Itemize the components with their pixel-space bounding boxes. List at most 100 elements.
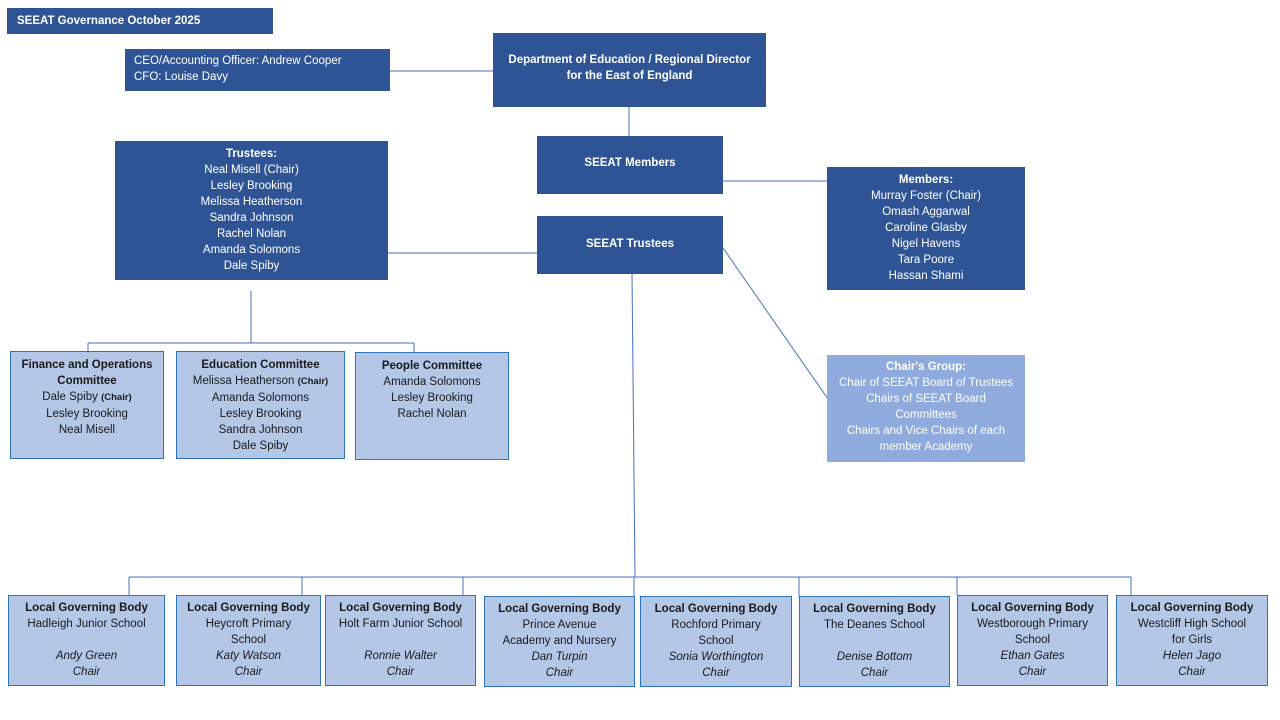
trustee-name: Sandra Johnson xyxy=(209,212,294,224)
committee-education: Education Committee Melissa Heatherson (… xyxy=(176,351,345,459)
committee-chair-tag: (Chair) xyxy=(297,376,329,387)
lgb-chair-role: Chair xyxy=(1018,666,1047,678)
trustee-name: Neal Misell (Chair) xyxy=(204,164,299,176)
lgb-heading: Local Governing Body xyxy=(339,602,462,614)
ceo-text: CEO/Accounting Officer: Andrew Cooper xyxy=(134,55,342,67)
seeat-trustees-node: SEEAT Trustees xyxy=(537,216,723,274)
trustees-box: Trustees: Neal Misell (Chair) Lesley Bro… xyxy=(115,141,388,280)
lgb-heading: Local Governing Body xyxy=(187,602,310,614)
member-name: Nigel Havens xyxy=(891,238,961,250)
lgb-chair-name: Denise Bottom xyxy=(836,651,913,663)
chairs-group-line: Chairs of SEEAT Board xyxy=(866,393,986,405)
lgb-heading: Local Governing Body xyxy=(1130,602,1254,614)
lgb-school-cont: School xyxy=(230,634,267,646)
lgb-chair-name: Katy Watson xyxy=(216,650,281,662)
trustee-name: Dale Spiby xyxy=(223,260,280,272)
lgb-school: Heycroft Primary xyxy=(205,618,292,630)
trustee-name: Lesley Brooking xyxy=(210,180,293,192)
lgb-heading: Local Governing Body xyxy=(25,602,148,614)
lgb-school: Prince Avenue xyxy=(522,619,597,631)
lgb-school: The Deanes School xyxy=(823,619,925,631)
committee-member: Lesley Brooking xyxy=(46,408,128,420)
committee-finance-operations: Finance and Operations Committee Dale Sp… xyxy=(10,351,164,459)
lgb-heading: Local Governing Body xyxy=(654,603,778,615)
committee-member: Amanda Solomons xyxy=(383,376,481,388)
committee-chair-tag: (Chair) xyxy=(101,392,132,403)
lgb-school-cont: for Girls xyxy=(1171,634,1213,646)
lgb-chair-role: Chair xyxy=(545,667,574,679)
chairs-group-line: member Academy xyxy=(879,441,973,453)
committee-title: People Committee xyxy=(381,360,483,372)
chairs-group-heading: Chair's Group: xyxy=(885,361,967,373)
lgb-school-cont xyxy=(800,633,949,649)
connector-trustees-chairsgroup xyxy=(722,247,829,400)
trustee-name: Melissa Heatherson xyxy=(200,196,303,208)
lgb-school: Hadleigh Junior School xyxy=(27,618,146,630)
chairs-group-box: Chair's Group: Chair of SEEAT Board of T… xyxy=(827,355,1025,462)
dfe-line1: Department of Education / Regional Direc… xyxy=(508,54,751,66)
lgb-chair-name: Andy Green xyxy=(55,650,118,662)
members-box: Members: Murray Foster (Chair) Omash Agg… xyxy=(827,167,1025,290)
lgb-chair-name: Dan Turpin xyxy=(531,651,588,663)
committee-chair: Melissa Heatherson (Chair) xyxy=(177,373,344,390)
seeat-trustees-label: SEEAT Trustees xyxy=(586,238,674,250)
lgb-chair-name: Ronnie Walter xyxy=(364,650,437,662)
lgb-chair-role: Chair xyxy=(860,667,889,679)
lgb-school-cont xyxy=(326,632,475,648)
page-title-text: SEEAT Governance October 2025 xyxy=(17,15,201,27)
lgb-chair-role: Chair xyxy=(386,666,415,678)
member-name: Omash Aggarwal xyxy=(882,206,970,218)
committee-member: Dale Spiby xyxy=(232,440,289,452)
committee-member: Sandra Johnson xyxy=(218,424,303,436)
committee-member: Neal Misell xyxy=(58,424,116,436)
committee-chair: Dale Spiby (Chair) xyxy=(11,389,163,406)
lgb-heading: Local Governing Body xyxy=(971,602,1094,614)
dfe-box: Department of Education / Regional Direc… xyxy=(493,33,766,107)
lgb-school: Rochford Primary xyxy=(671,619,761,631)
committee-member: Rachel Nolan xyxy=(397,408,467,420)
lgb-school: Holt Farm Junior School xyxy=(338,618,463,630)
lgb-school-cont: Academy and Nursery xyxy=(502,635,617,647)
committee-title-cont: Committee xyxy=(57,375,117,387)
lgb-chair-name: Ethan Gates xyxy=(1000,650,1065,662)
lgb-chair-role: Chair xyxy=(702,667,730,679)
committee-member: Lesley Brooking xyxy=(391,392,473,404)
member-name: Hassan Shami xyxy=(888,270,964,282)
member-name: Caroline Glasby xyxy=(885,222,967,234)
committee-member: Amanda Solomons xyxy=(211,392,310,404)
lgb-school: Westborough Primary xyxy=(977,618,1088,630)
connector-trustees-down xyxy=(631,272,636,578)
lgb-heading: Local Governing Body xyxy=(498,603,621,615)
members-heading: Members: xyxy=(898,174,954,186)
lgb-school-cont: School xyxy=(1014,634,1051,646)
member-name: Tara Poore xyxy=(897,254,955,266)
executive-box: CEO/Accounting Officer: Andrew Cooper CF… xyxy=(125,49,390,91)
chairs-group-line: Chair of SEEAT Board of Trustees xyxy=(838,377,1014,389)
committee-people: People Committee Amanda Solomons Lesley … xyxy=(355,352,509,460)
committee-title: Finance and Operations xyxy=(21,359,153,371)
committee-title: Education Committee xyxy=(201,359,320,371)
lgb-chair-role: Chair xyxy=(234,666,263,678)
chairs-group-line: Committees xyxy=(895,409,957,421)
lgb-chair-name: Helen Jago xyxy=(1162,650,1222,662)
committee-chair-name: Dale Spiby xyxy=(42,391,98,403)
member-name: Murray Foster (Chair) xyxy=(871,190,981,202)
lgb-school-cont: School xyxy=(698,635,734,647)
chairs-group-line: Chairs and Vice Chairs of each xyxy=(846,425,1006,437)
lgb-chair-role: Chair xyxy=(72,666,101,678)
page-title: SEEAT Governance October 2025 xyxy=(7,8,273,34)
committee-member: Lesley Brooking xyxy=(219,408,302,420)
lgb-school: Westcliff High School xyxy=(1137,618,1247,630)
trustees-heading: Trustees: xyxy=(225,148,278,160)
lgb-chair-name: Sonia Worthington xyxy=(668,651,764,663)
trustee-name: Amanda Solomons xyxy=(202,244,301,256)
lgb-chair-role: Chair xyxy=(1178,666,1206,678)
cfo-text: CFO: Louise Davy xyxy=(134,71,228,83)
